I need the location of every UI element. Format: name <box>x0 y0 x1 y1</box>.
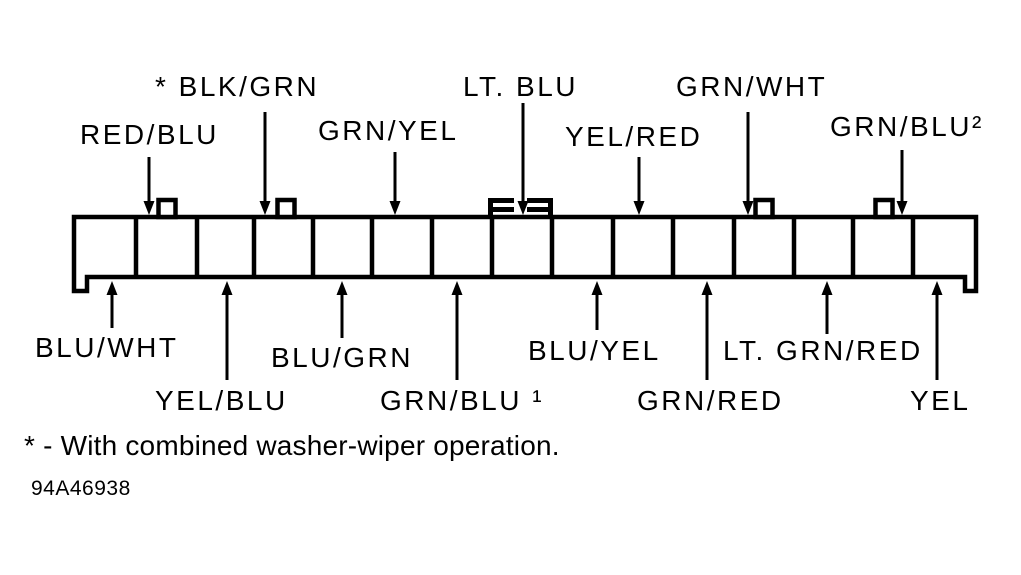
wire-label: BLU/GRN <box>271 342 413 373</box>
wire-arrow-head <box>701 281 713 295</box>
connector-tabs <box>156 197 895 220</box>
wire-label: LT. GRN/RED <box>723 335 923 366</box>
footnote: * - With combined washer-wiper operation… <box>24 430 560 461</box>
wire-label: LT. BLU <box>463 71 579 102</box>
wire-label: BLU/YEL <box>528 335 661 366</box>
mounting-tab-icon <box>156 197 178 220</box>
pin-dividers <box>133 217 916 277</box>
wire-arrow-head <box>389 201 401 215</box>
wire-arrow-head <box>143 201 155 215</box>
wire-arrow-head <box>896 201 908 215</box>
wire-label: * BLK/GRN <box>155 71 320 102</box>
wire-arrow-head <box>106 281 118 295</box>
wire-arrow-head <box>336 281 348 295</box>
wire-arrow-head <box>742 201 754 215</box>
wire-label: GRN/RED <box>637 385 784 416</box>
wire-label: YEL/RED <box>565 121 703 152</box>
wire-arrow-head <box>591 281 603 295</box>
wire-label: GRN/WHT <box>676 71 828 102</box>
wire-label: GRN/BLU² <box>830 111 984 142</box>
wire-arrow-head <box>259 201 271 215</box>
wire-arrow-head <box>931 281 943 295</box>
wire-arrow-head <box>821 281 833 295</box>
wire-arrow-head <box>451 281 463 295</box>
wire-arrows <box>106 103 943 380</box>
mounting-tab-icon <box>753 197 775 220</box>
connector-clip-icon <box>488 198 553 218</box>
wire-label: GRN/BLU ¹ <box>380 385 545 416</box>
wire-label: RED/BLU <box>80 119 219 150</box>
wire-arrow-head <box>517 201 529 215</box>
mounting-tab-icon <box>275 197 297 220</box>
wire-label: BLU/WHT <box>35 332 179 363</box>
wire-arrow-head <box>633 201 645 215</box>
wire-label: YEL <box>910 385 971 416</box>
figure-id: 94A46938 <box>31 477 131 500</box>
wire-arrow-head <box>221 281 233 295</box>
connector-body <box>71 214 979 294</box>
mounting-tab-icon <box>873 197 895 220</box>
wire-label: GRN/YEL <box>318 115 459 146</box>
wire-label: YEL/BLU <box>155 385 288 416</box>
